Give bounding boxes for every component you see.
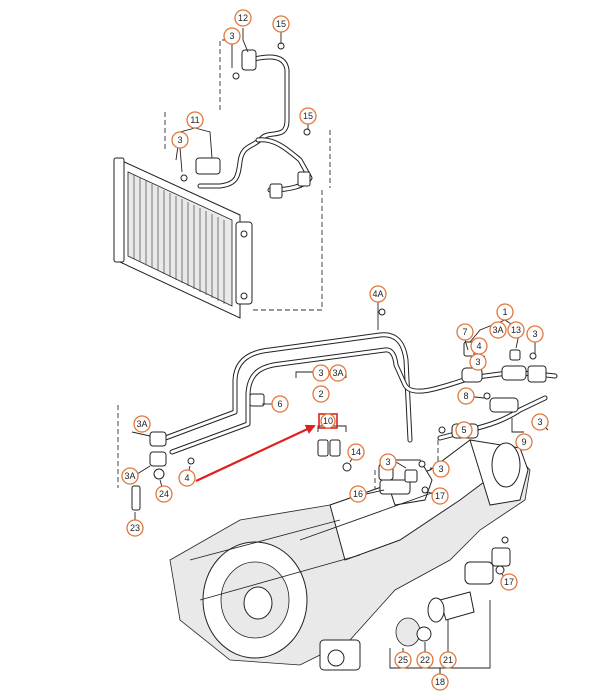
callout-23[interactable]: 23 [126, 519, 144, 537]
svg-text:3: 3 [229, 31, 234, 41]
callout-9[interactable]: 9 [515, 433, 533, 451]
callout-24[interactable]: 24 [155, 485, 173, 503]
callout-25[interactable]: 25 [394, 651, 412, 669]
svg-text:3: 3 [532, 329, 537, 339]
callout-10[interactable]: 10 [320, 413, 336, 429]
callout-3a-left-bottom[interactable]: 3A [121, 467, 139, 485]
callout-21[interactable]: 21 [439, 651, 457, 669]
svg-text:16: 16 [353, 489, 363, 499]
callout-4-right[interactable]: 4 [470, 337, 488, 355]
callout-12[interactable]: 12 [234, 9, 252, 27]
svg-text:14: 14 [351, 447, 361, 457]
main-oil-lines [157, 332, 558, 455]
oil-cooler [113, 157, 253, 319]
svg-text:17: 17 [435, 491, 445, 501]
svg-text:4: 4 [476, 341, 481, 351]
callout-3-cooler[interactable]: 3 [171, 131, 189, 149]
svg-text:2: 2 [318, 389, 323, 399]
callout-3-lower-a[interactable]: 3 [379, 453, 397, 471]
svg-text:3A: 3A [492, 325, 503, 335]
callout-17-right[interactable]: 17 [500, 573, 518, 591]
line-hardware-right [438, 341, 547, 439]
svg-text:10: 10 [323, 416, 333, 426]
svg-text:3: 3 [318, 368, 323, 378]
callout-6[interactable]: 6 [271, 395, 289, 413]
svg-text:15: 15 [303, 111, 313, 121]
svg-text:3: 3 [438, 464, 443, 474]
callout-3a-mid[interactable]: 3A [329, 364, 347, 382]
callout-3-mid[interactable]: 3 [312, 364, 330, 382]
callout-14[interactable]: 14 [347, 443, 365, 461]
callout-3a-top-right[interactable]: 3A [489, 321, 507, 339]
svg-text:13: 13 [511, 325, 521, 335]
svg-text:3A: 3A [332, 368, 343, 378]
filter-and-sensor-parts [395, 536, 511, 647]
svg-text:24: 24 [159, 489, 169, 499]
callout-3-right-a[interactable]: 3 [469, 353, 487, 371]
transmission-housing [169, 439, 531, 671]
line-hardware-left [131, 308, 386, 511]
svg-text:3: 3 [177, 135, 182, 145]
svg-text:3A: 3A [124, 471, 135, 481]
callout-3-right-b[interactable]: 3 [531, 413, 549, 431]
svg-text:15: 15 [276, 19, 286, 29]
callout-15-mid[interactable]: 15 [299, 107, 317, 125]
svg-text:17: 17 [504, 577, 514, 587]
callout-4a[interactable]: 4A [369, 285, 387, 303]
svg-text:18: 18 [435, 677, 445, 687]
svg-text:6: 6 [277, 399, 282, 409]
callout-3-far-right[interactable]: 3 [526, 325, 544, 343]
callout-16[interactable]: 16 [349, 485, 367, 503]
upper-cooler-lines [180, 42, 313, 199]
svg-text:3: 3 [537, 417, 542, 427]
svg-text:11: 11 [190, 115, 199, 125]
callout-22[interactable]: 22 [416, 651, 434, 669]
callout-3a-left-top[interactable]: 3A [133, 415, 151, 433]
callout-15-top[interactable]: 15 [272, 15, 290, 33]
svg-text:8: 8 [463, 391, 468, 401]
svg-text:12: 12 [238, 13, 248, 23]
svg-text:7: 7 [462, 327, 467, 337]
svg-text:23: 23 [130, 523, 140, 533]
svg-text:3: 3 [385, 457, 390, 467]
svg-text:4: 4 [184, 473, 189, 483]
callout-13[interactable]: 13 [507, 321, 525, 339]
highlight-arrow [195, 424, 316, 482]
callout-11[interactable]: 11 [186, 111, 204, 129]
cooler-fins [133, 175, 225, 304]
svg-text:5: 5 [461, 425, 466, 435]
svg-text:9: 9 [521, 437, 526, 447]
svg-text:21: 21 [443, 655, 453, 665]
callout-3-lower-b[interactable]: 3 [432, 460, 450, 478]
svg-text:25: 25 [398, 655, 408, 665]
callout-8[interactable]: 8 [457, 387, 475, 405]
highlight-annotation [195, 413, 338, 482]
callout-5[interactable]: 5 [455, 421, 473, 439]
callout-4-left[interactable]: 4 [178, 469, 196, 487]
callout-2[interactable]: 2 [312, 385, 330, 403]
svg-text:22: 22 [420, 655, 430, 665]
callout-7[interactable]: 7 [456, 323, 474, 341]
callout-18[interactable]: 18 [431, 673, 449, 691]
svg-text:3: 3 [475, 357, 480, 367]
callout-3-top[interactable]: 3 [223, 27, 241, 45]
svg-text:3A: 3A [136, 419, 147, 429]
svg-text:4A: 4A [372, 289, 383, 299]
callout-1[interactable]: 1 [496, 303, 514, 321]
svg-text:1: 1 [502, 307, 507, 317]
callout-17-mid[interactable]: 17 [431, 487, 449, 505]
